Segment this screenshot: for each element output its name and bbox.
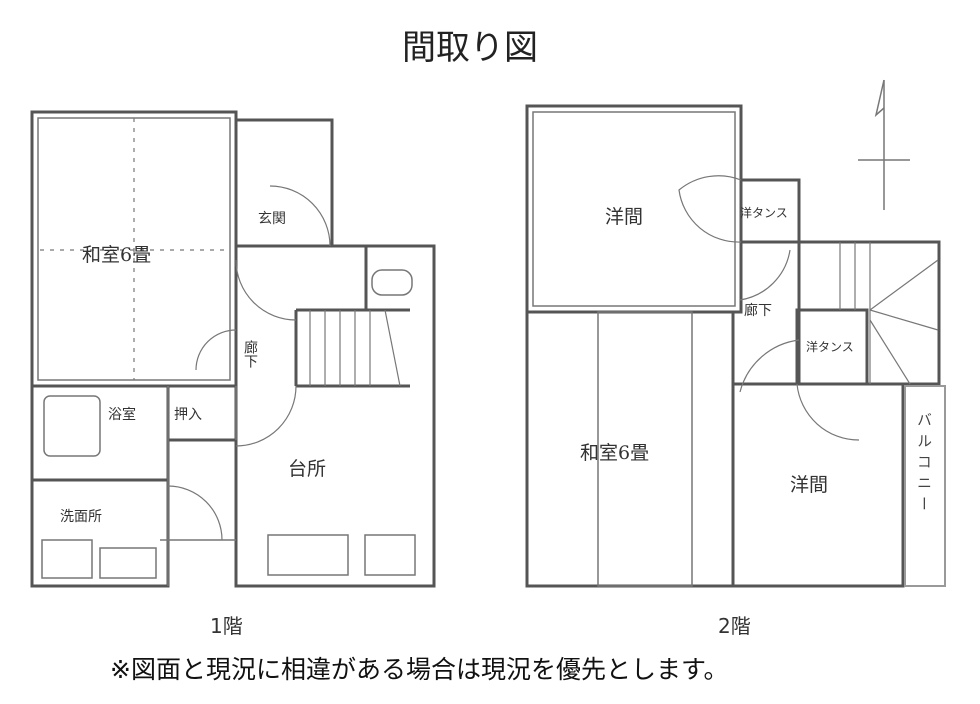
room-label: 浴室 xyxy=(108,407,136,423)
room-label: 洗面所 xyxy=(60,509,102,525)
disclaimer-note: ※図面と現況に相違がある場合は現況を優先とします。 xyxy=(110,655,729,684)
page-title: 間取り図 xyxy=(402,28,538,68)
room-label: 台所 xyxy=(288,458,327,480)
room-label: 洋間 xyxy=(790,474,829,496)
room-label: 廊下 xyxy=(744,303,772,319)
floor2-label: 2階 xyxy=(718,614,751,638)
floor1-plan xyxy=(30,110,436,588)
room-label: 押入 xyxy=(174,407,202,423)
room-label: 洋タンス xyxy=(740,206,788,220)
room-label: 玄関 xyxy=(258,211,286,227)
room-label: 洋タンス xyxy=(806,340,854,354)
room-label: 洋間 xyxy=(605,206,644,228)
room-label: 和室6畳 xyxy=(82,244,152,266)
room-label: 和室6畳 xyxy=(580,442,650,464)
room-label: 廊下 xyxy=(242,340,258,368)
room-label: バルコニー xyxy=(915,412,933,517)
floor1-label: 1階 xyxy=(210,614,243,638)
floor2-plan xyxy=(525,79,946,588)
